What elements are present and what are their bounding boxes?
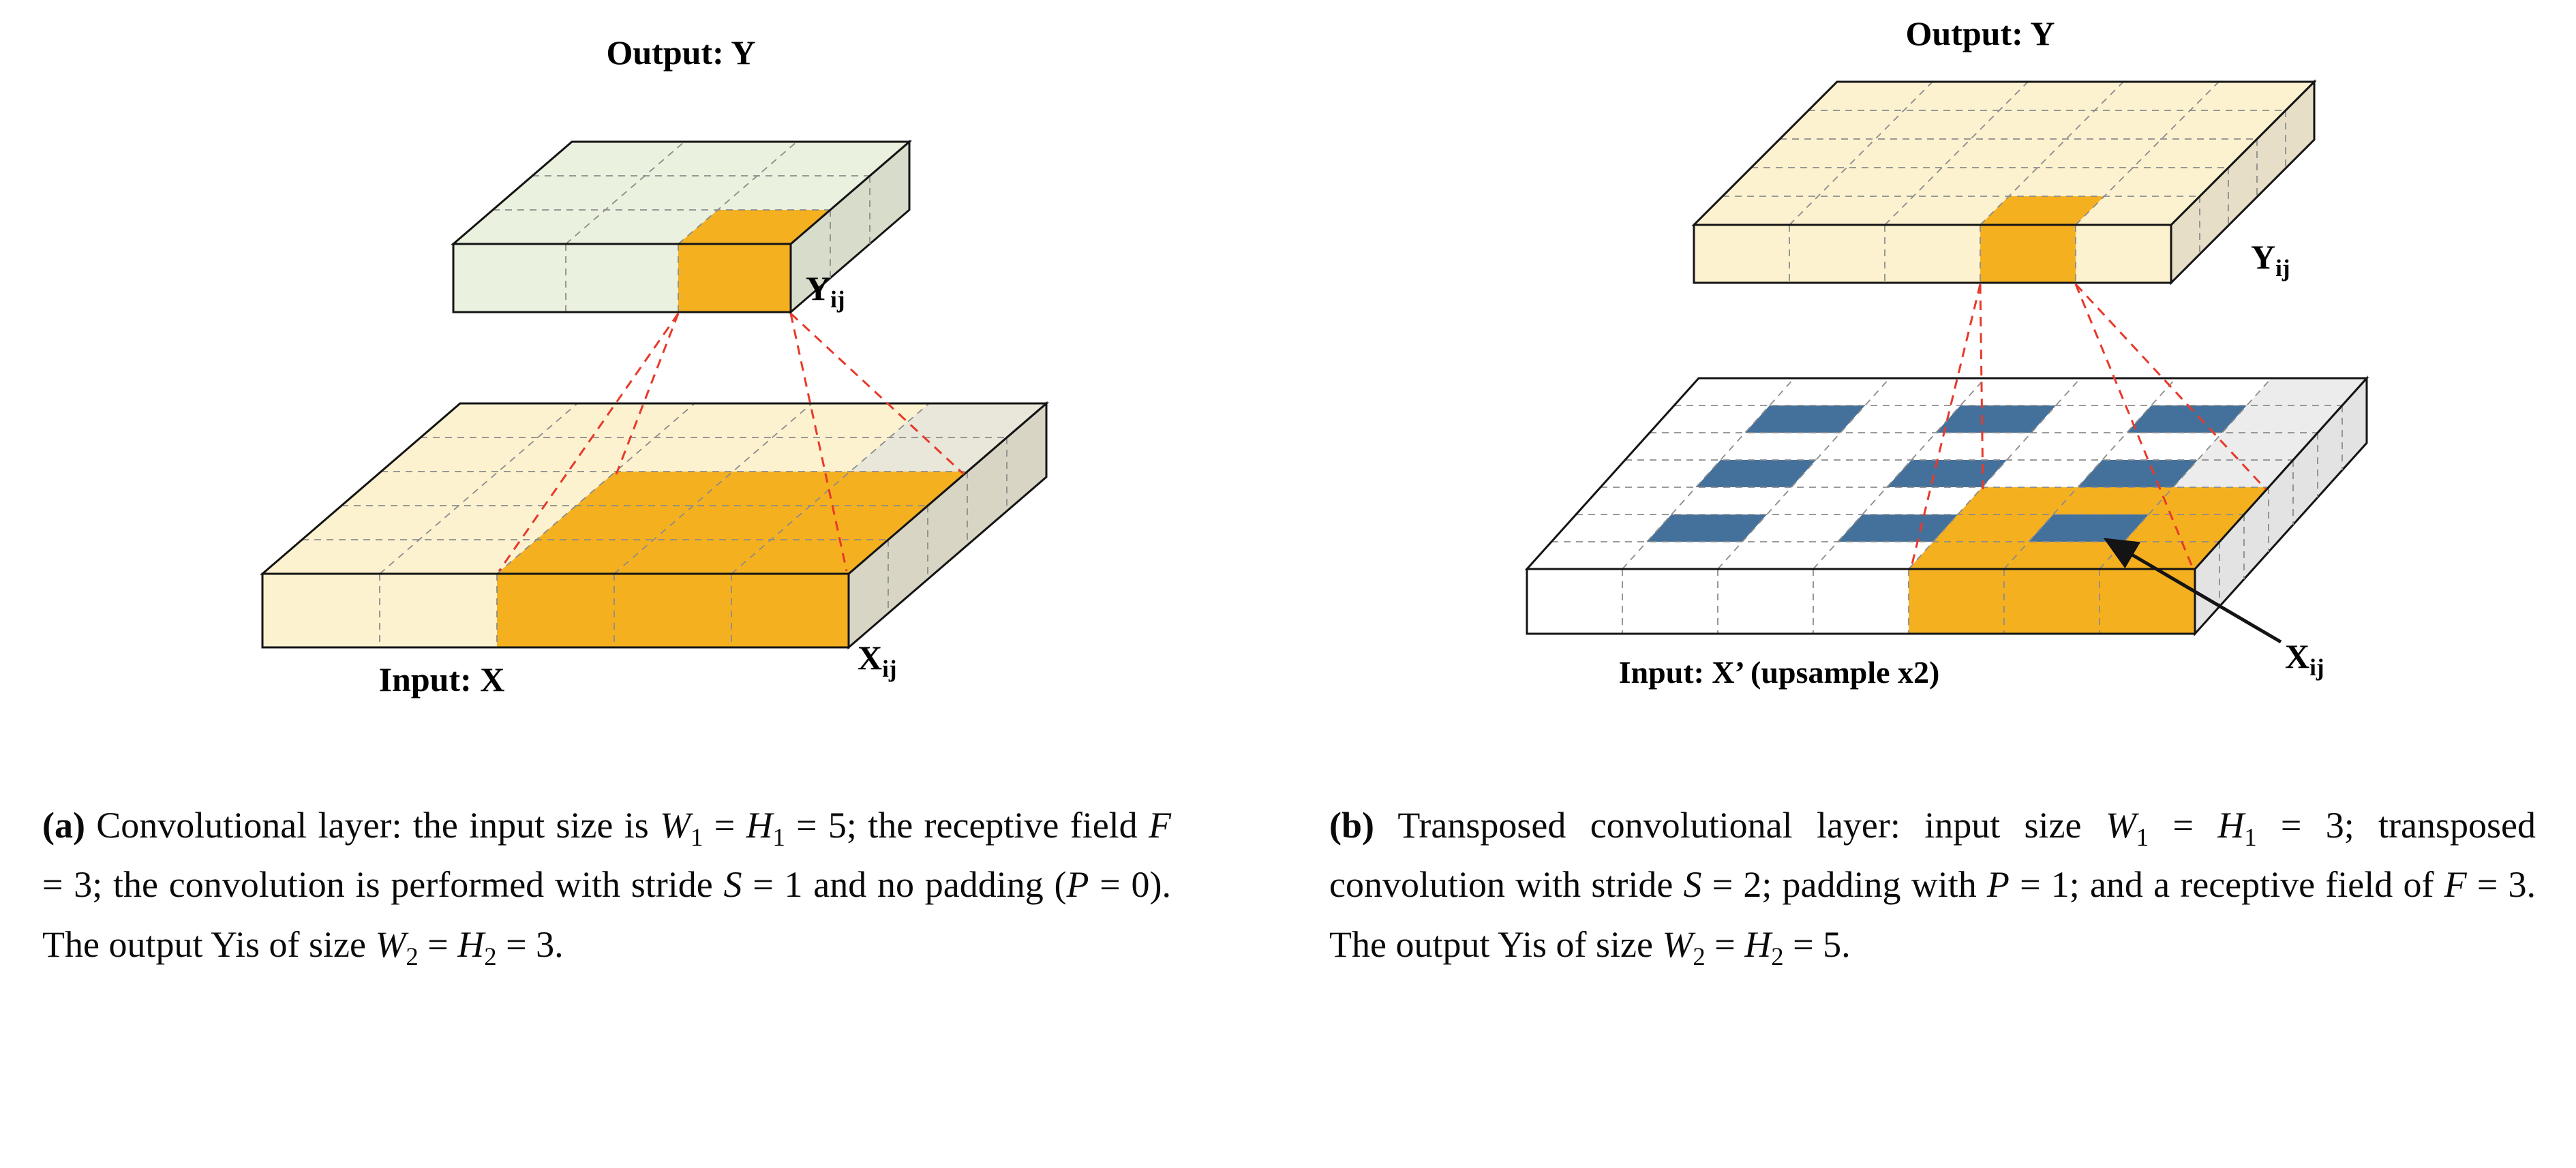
- output-slab-a: [450, 139, 913, 315]
- caption-segment: F: [2444, 864, 2467, 906]
- caption-segment: =: [418, 923, 458, 965]
- caption-segment: 2: [484, 942, 497, 970]
- caption-segment: = 1 and no padding (: [742, 864, 1067, 906]
- input-cell-label-b-sub: ij: [2309, 654, 2324, 681]
- input-cell-label-b: Xij: [2285, 637, 2324, 680]
- caption-segment: H: [457, 923, 485, 965]
- caption-segment: H: [1744, 923, 1772, 965]
- output-slab-b: [1691, 79, 2317, 286]
- caption-segment: 2: [406, 942, 419, 970]
- caption-segment: =: [1705, 923, 1745, 965]
- input-slab-b: [1524, 375, 2369, 636]
- input-cell-label-a-main: X: [858, 639, 883, 677]
- caption-segment: P: [1986, 864, 2010, 906]
- caption-segment: W: [1662, 923, 1693, 965]
- caption-segment: = 0). The output Yis of size: [42, 864, 1172, 965]
- input-label-b: Input: X’ (upsample x2): [1618, 655, 1940, 690]
- caption-segment: = 1; and a receptive field of: [2009, 864, 2444, 906]
- caption-segment: 1: [2244, 823, 2257, 851]
- input-cell-label-a-sub: ij: [882, 656, 897, 682]
- caption-segment: = 3; transposed convolution with stride: [1329, 805, 2536, 906]
- caption-segment: W: [660, 805, 691, 846]
- caption-segment: P: [1066, 864, 1089, 906]
- caption-segment: 2: [1771, 942, 1784, 970]
- caption-segment: = 3.: [496, 923, 564, 965]
- caption-a: (a) Convolutional layer: the input size …: [42, 796, 1171, 974]
- caption-segment: S: [723, 864, 742, 906]
- output-label-b: Output: Y: [1905, 14, 2055, 52]
- caption-segment: (a): [42, 805, 85, 846]
- xij-pointer-arrow: [2103, 538, 2282, 644]
- output-label-a: Output: Y: [606, 33, 756, 72]
- output-cell-label-a-main: Y: [806, 269, 831, 307]
- caption-segment: (b): [1329, 805, 1374, 846]
- caption-segment: W: [375, 923, 406, 965]
- caption-segment: S: [1683, 864, 1702, 906]
- caption-segment: Transposed convolutional layer: input si…: [1374, 805, 2106, 846]
- output-cell-label-a: Yij: [806, 269, 845, 312]
- output-cell-label-a-sub: ij: [830, 286, 845, 313]
- input-slab-a: [259, 401, 1050, 650]
- caption-segment: H: [2217, 805, 2245, 846]
- input-cell-label-b-main: X: [2285, 637, 2310, 675]
- caption-segment: = 3. The output Yis of size: [1329, 864, 2536, 965]
- input-label-a: Input: X: [378, 660, 505, 698]
- caption-segment: = 5; the receptive field: [785, 805, 1149, 846]
- caption-segment: W: [2105, 805, 2136, 846]
- caption-segment: 2: [1693, 942, 1706, 970]
- input-cell-label-a: Xij: [858, 639, 897, 681]
- caption-segment: =: [2149, 805, 2218, 846]
- receptive-field-connectors-b: [1910, 283, 2267, 568]
- caption-segment: = 2; padding with: [1701, 864, 1987, 906]
- figure-canvas: [259, 79, 2369, 650]
- output-cell-label-b: Yij: [2251, 238, 2290, 281]
- caption-segment: 1: [2136, 823, 2149, 851]
- caption-segment: F: [1148, 805, 1171, 846]
- caption-segment: =: [703, 805, 746, 846]
- caption-segment: = 5.: [1783, 923, 1851, 965]
- caption-b: (b) Transposed convolutional layer: inpu…: [1329, 796, 2536, 974]
- output-cell-label-b-sub: ij: [2275, 255, 2290, 281]
- caption-segment: 1: [772, 823, 785, 851]
- caption-segment: H: [746, 805, 773, 846]
- caption-segment: 1: [691, 823, 703, 851]
- caption-segment: = 3; the convolution is performed with s…: [42, 864, 724, 906]
- caption-segment: Convolutional layer: the input size is: [85, 805, 661, 846]
- output-cell-label-b-main: Y: [2251, 238, 2276, 276]
- diagram-b-transposed-convolution: [1524, 79, 2369, 644]
- receptive-field-connectors-a: [498, 312, 965, 572]
- diagram-a-convolution: [259, 139, 1050, 650]
